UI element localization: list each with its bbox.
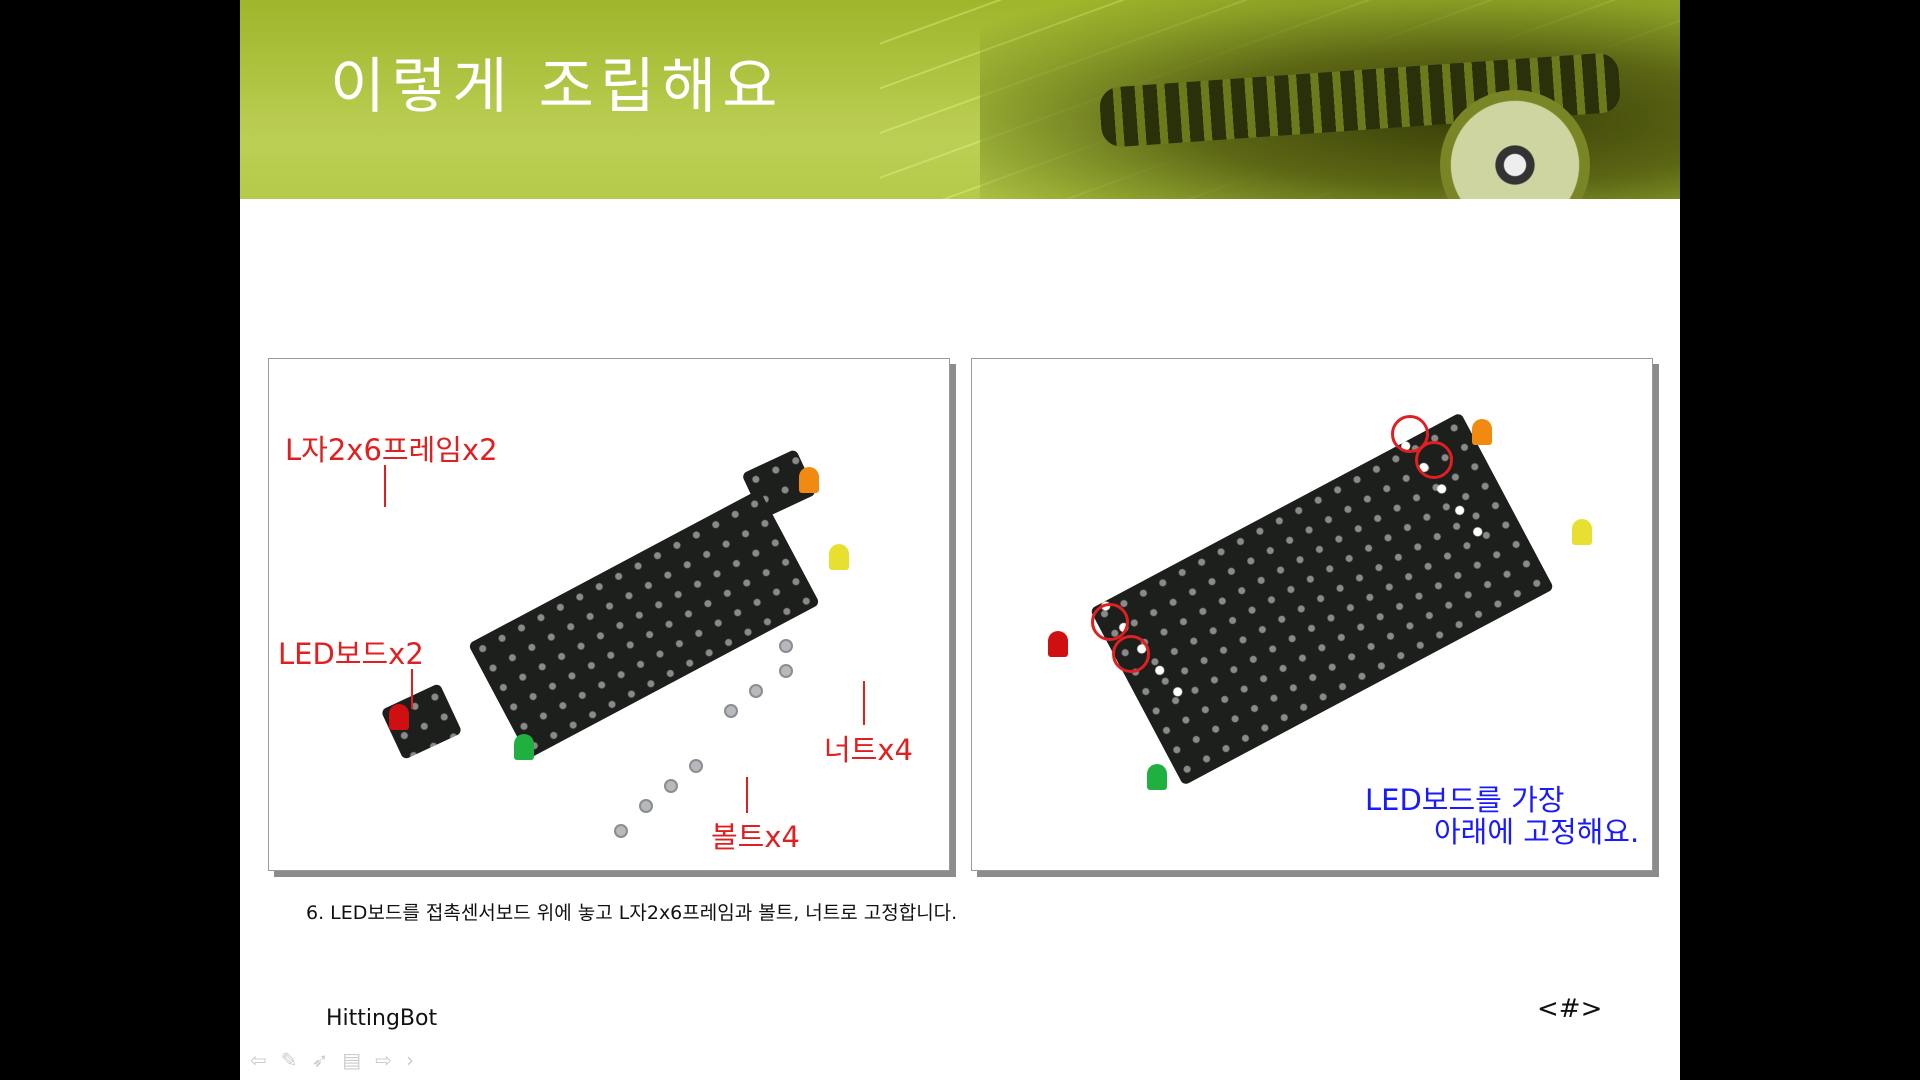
note-line-2: 아래에 고정해요. <box>1434 815 1640 849</box>
assembled-photo: LED보드를 가장 아래에 고정해요. <box>971 358 1653 871</box>
pointer-line <box>746 777 748 813</box>
prev-arrow-icon[interactable]: ⇦ <box>250 1048 267 1072</box>
label-frame: L자2x6프레임x2 <box>285 433 498 467</box>
label-bolt: 볼트x4 <box>711 820 800 854</box>
highlight-circle <box>1391 415 1429 453</box>
highlight-circle <box>1112 635 1150 673</box>
label-led-board: LED보드x2 <box>278 637 424 671</box>
sensor-boards <box>467 489 821 759</box>
nut <box>779 639 793 653</box>
led-red <box>1048 631 1068 657</box>
bolt <box>639 799 653 813</box>
menu-icon[interactable]: ▤ <box>342 1048 362 1072</box>
pointer-line <box>384 465 386 507</box>
highlight-circle <box>1091 603 1129 641</box>
header-banner: 이렇게 조립해요 <box>240 0 1680 199</box>
chevron-right-icon[interactable]: › <box>405 1048 414 1072</box>
footer-text: HittingBot <box>326 1006 438 1031</box>
led-red <box>389 704 409 730</box>
note-line-1: LED보드를 가장 <box>1365 783 1565 817</box>
slide: 이렇게 조립해요 L자2x6프레임x2 LED보드x2 너트x4 볼트x4 <box>240 0 1680 1080</box>
led-orange <box>1472 419 1492 445</box>
led-green <box>514 734 534 760</box>
nut <box>749 684 763 698</box>
pointer-line <box>411 669 413 709</box>
parts-photo: L자2x6프레임x2 LED보드x2 너트x4 볼트x4 <box>268 358 950 871</box>
bolt <box>689 759 703 773</box>
nut <box>724 704 738 718</box>
bolt <box>614 824 628 838</box>
nut <box>779 664 793 678</box>
pointer-line <box>863 681 865 725</box>
l-frame <box>531 396 629 512</box>
highlight-circle <box>1415 441 1453 479</box>
page-number: <#> <box>1537 994 1603 1024</box>
led-green <box>1147 764 1167 790</box>
slideshow-nav: ⇦ ✎ ➶ ▤ ⇨ › <box>250 1048 414 1072</box>
led-yellow <box>829 544 849 570</box>
led-orange <box>799 467 819 493</box>
l-frame <box>345 488 455 620</box>
bolt <box>664 779 678 793</box>
label-nut: 너트x4 <box>824 733 913 767</box>
robot-wheel <box>1440 90 1590 199</box>
pointer-icon[interactable]: ➶ <box>311 1048 329 1072</box>
slide-title: 이렇게 조립해요 <box>330 52 784 122</box>
step-caption: 6. LED보드를 접촉센서보드 위에 놓고 L자2x6프레임과 볼트, 너트로… <box>306 902 958 924</box>
next-arrow-icon[interactable]: ⇨ <box>375 1048 392 1072</box>
assembled-boards <box>1089 412 1555 786</box>
led-yellow <box>1572 519 1592 545</box>
pen-icon[interactable]: ✎ <box>280 1048 298 1072</box>
